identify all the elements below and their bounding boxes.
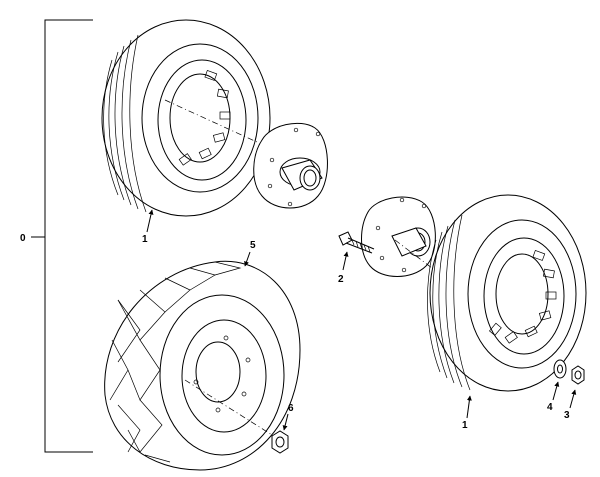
nut <box>571 365 585 385</box>
callout-wheel-right: 1 <box>462 420 468 431</box>
hub-right <box>361 196 541 351</box>
bolt <box>338 231 375 254</box>
callout-nut: 3 <box>564 410 570 421</box>
turf-tire <box>104 260 301 471</box>
callout-bolt: 2 <box>338 274 344 285</box>
wheel-upper-left <box>101 19 271 217</box>
hub-upper <box>253 122 328 209</box>
callout-wheel-left: 1 <box>142 234 148 245</box>
callout-assembly: 0 <box>20 233 26 244</box>
wheel-right <box>427 194 587 392</box>
callout-washer: 4 <box>547 402 553 413</box>
washer <box>553 359 567 379</box>
callout-turf-tire: 5 <box>250 240 256 251</box>
lug-nut <box>271 430 289 454</box>
callout-lug-nut: 6 <box>288 403 294 414</box>
assembly-bracket <box>31 19 93 453</box>
